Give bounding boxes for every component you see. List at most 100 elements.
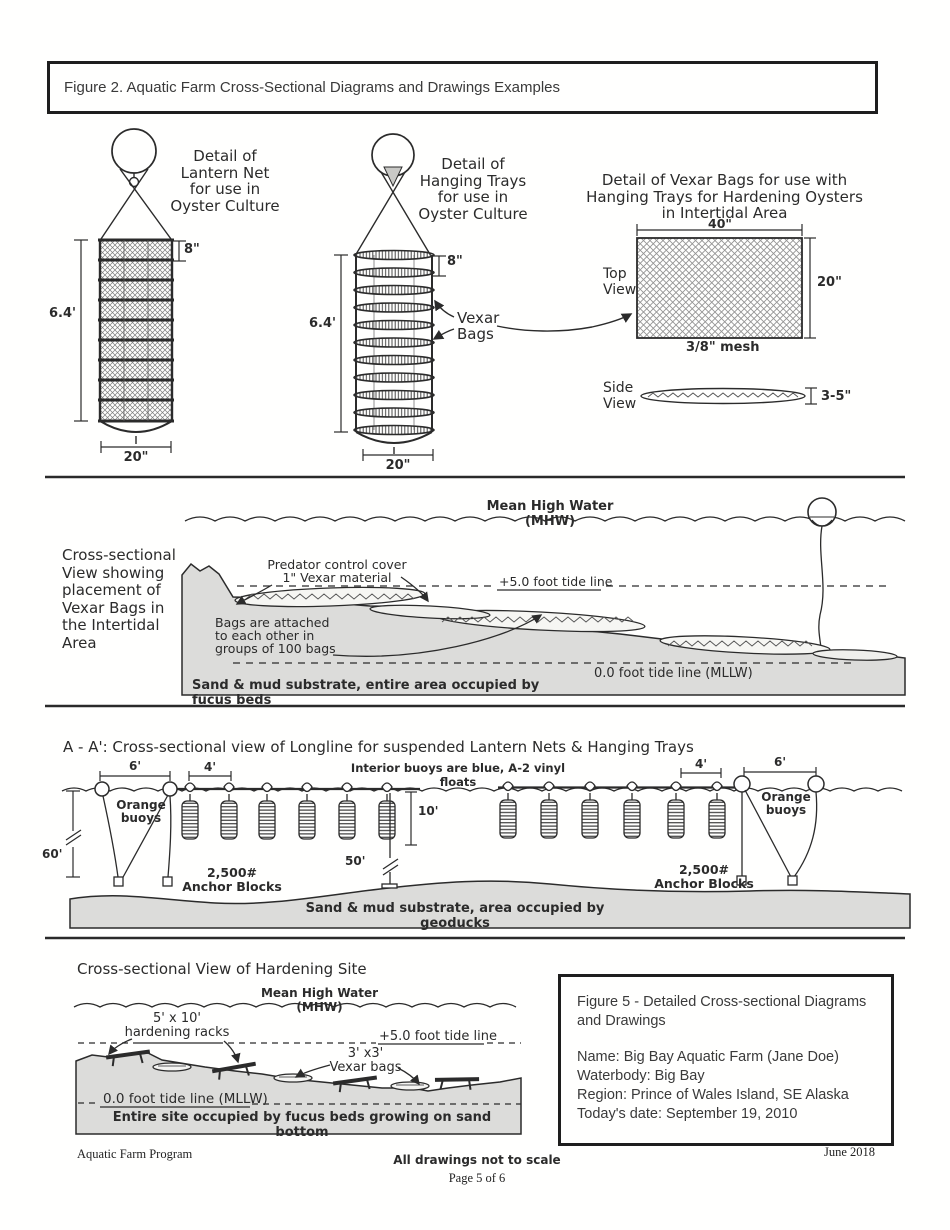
suspended-nets-left (181, 782, 396, 840)
vexar-height-dim: 20" (817, 275, 842, 290)
longline-section-title: A - A': Cross-sectional view of Longline… (63, 738, 694, 756)
intertidal-substrate-label: Sand & mud substrate, entire area occupi… (192, 678, 540, 708)
mooring-line (167, 795, 172, 878)
mesh-size-label: 3/8" mesh (686, 340, 760, 355)
footer-date: June 2018 (823, 1145, 875, 1159)
mooring-line (102, 795, 119, 878)
trays-height-dim: 6.4' (308, 316, 336, 331)
figure-title: Figure 2. Aquatic Farm Cross-Sectional D… (64, 79, 561, 96)
zero-tide-label-hardening: 0.0 foot tide line (MLLW) (103, 1091, 268, 1107)
vexar-bags-pointer-label: Vexar Bags (457, 309, 500, 343)
buoy-icon (807, 497, 837, 527)
hardening-site-drawing (73, 1002, 522, 1135)
intertidal-caption: Cross-sectional View showing placement o… (62, 546, 176, 652)
bags-arrow-right (397, 1067, 420, 1086)
anchor-block-icon (736, 875, 747, 886)
anchor-blocks-label-right: 2,500# Anchor Blocks (654, 862, 754, 891)
anchor-block-icon (787, 875, 798, 886)
buoy-line (818, 525, 824, 660)
dim-6ft-left: 6' (128, 759, 142, 773)
longline-substrate-label: Sand & mud substrate, area occupied by g… (305, 901, 605, 931)
vexar-side-view (640, 387, 806, 405)
dim-4ft-right: 4' (694, 757, 708, 771)
hanging-trays-caption: Detail of Hanging Trays for use in Oyste… (418, 155, 528, 223)
dim-4ft-left: 4' (203, 760, 217, 774)
longline-substrate (69, 880, 911, 929)
footer-program: Aquatic Farm Program (77, 1147, 193, 1161)
bags-arrow-left (294, 1064, 331, 1078)
top-view-label: Top View (603, 266, 637, 298)
racks-arrow-right (223, 1040, 241, 1064)
racks-arrow-left (108, 1038, 133, 1056)
predator-cover-label: Predator control cover 1" Vexar material (267, 557, 407, 585)
tide-lines (233, 585, 888, 664)
buoy-icon (111, 128, 157, 174)
hardening-terrain (75, 1052, 522, 1135)
dim-60ft: 60' (42, 847, 63, 861)
footer-page: Page 5 of 6 (448, 1171, 506, 1185)
longline-dim-brackets (99, 767, 817, 781)
trays-segment-dim: 8" (447, 254, 463, 269)
mooring-line (793, 791, 818, 878)
trays-dimension-lines (334, 254, 446, 461)
predator-arrow-left (235, 584, 273, 605)
region: Region: Prince of Wales Island, SE Alask… (577, 1087, 849, 1103)
lantern-height-dim: 6.4' (48, 306, 76, 321)
lantern-dimension-lines (74, 239, 186, 453)
dim-50ft: 50' (345, 854, 366, 868)
anchor-blocks-label-left: 2,500# Anchor Blocks (182, 865, 282, 894)
zero-tide-label: 0.0 foot tide line (MLLW) (594, 666, 753, 681)
vexar-bags-label-hardening: 3' x3' Vexar bags (329, 1046, 402, 1075)
hardening-substrate-label: Entire site occupied by fucus beds growi… (112, 1110, 492, 1140)
waterbody: Waterbody: Big Bay (577, 1068, 705, 1084)
orange-buoys-label-right: Orange buoys (761, 790, 811, 817)
orange-buoys-label-left: Orange buoys (116, 798, 166, 825)
plus5-tide-label: +5.0 foot tide line (499, 574, 613, 589)
anchor-block-icon (113, 876, 124, 887)
vexar-arrow-up (434, 299, 455, 318)
orange-buoy-icon (94, 781, 110, 797)
vexar-arrow-down (432, 328, 455, 340)
hardening-section-title: Cross-sectional View of Hardening Site (77, 960, 367, 978)
predator-arrow-right (400, 576, 429, 603)
dim-6ft-right: 6' (773, 755, 787, 769)
orange-buoy-icon (162, 781, 178, 797)
figure-title-box: Figure 2. Aquatic Farm Cross-Sectional D… (47, 61, 878, 114)
plus5-tide-label-hardening: +5.0 foot tide line (379, 1029, 497, 1044)
bags-attached-note: Bags are attached to each other in group… (215, 615, 336, 656)
intertidal-drawing (181, 497, 906, 696)
lantern-net-caption: Detail of Lantern Net for use in Oyster … (170, 147, 280, 215)
figure5-info-box: Figure 5 - Detailed Cross-sectional Diag… (558, 974, 894, 1146)
side-thickness-dim: 3-5" (821, 389, 852, 404)
mooring-line (744, 789, 792, 878)
mooring-line (121, 794, 169, 880)
vexar-connector-arrow (496, 313, 633, 332)
mhw-label: Mean High Water (MHW) (486, 499, 614, 529)
vexar-top-view (636, 237, 803, 339)
dim-10ft: 10' (418, 804, 439, 818)
section-dividers (45, 475, 905, 940)
lantern-segment-dim: 8" (184, 242, 200, 257)
vexar-bag-detail-drawing (636, 224, 817, 405)
todays-date: Today's date: September 19, 2010 (577, 1106, 798, 1122)
tide-lines (78, 1042, 521, 1108)
vexar-detail-caption: Detail of Vexar Bags for use with Hangin… (586, 171, 863, 222)
anchor-block-icon (162, 876, 173, 887)
bags-note-arrow (332, 614, 543, 657)
side-view-label: Side View (603, 380, 637, 412)
trays-width-dim: 20" (385, 458, 411, 473)
mhw-label-hardening: Mean High Water (MHW) (260, 986, 379, 1014)
hanging-trays-drawing (334, 133, 633, 461)
figure5-header: Figure 5 - Detailed Cross-sectional Diag… (577, 994, 867, 1029)
longline-drawing (61, 767, 911, 929)
ten-foot-dimension (405, 791, 417, 846)
interior-buoys-note: Interior buoys are blue, A-2 vinyl float… (350, 761, 566, 789)
footer-note: All drawings not to scale (393, 1153, 561, 1167)
lantern-width-dim: 20" (123, 450, 149, 465)
hardening-racks-label: 5' x 10' hardening racks (124, 1011, 230, 1040)
vexar-width-dim: 40" (708, 216, 732, 231)
water-line (184, 516, 906, 522)
fifty-foot-downline (381, 793, 399, 889)
